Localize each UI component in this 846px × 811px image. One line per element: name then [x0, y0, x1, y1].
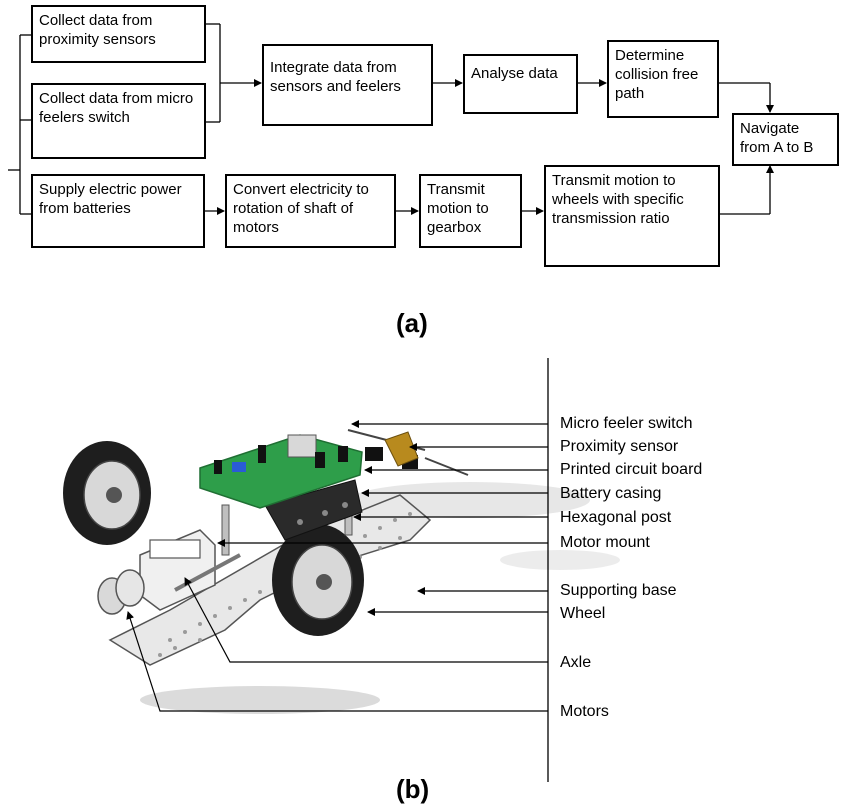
hexagonal-post-shape — [221, 504, 230, 556]
pcb-component — [258, 445, 266, 463]
box-label: Navigate from A to B — [740, 120, 814, 156]
box-transmit-gearbox: Transmit motion to gearbox — [419, 174, 522, 248]
box-supply-power: Supply electric power from batteries — [31, 174, 205, 248]
box-collect-feelers: Collect data from micro feelers switch — [31, 83, 206, 159]
box-determine-path: Determine collision free path — [607, 40, 719, 118]
box-label: Transmit motion to gearbox — [427, 181, 489, 236]
pcb-component — [214, 460, 222, 474]
pcb-connector — [287, 434, 317, 458]
shadow — [140, 686, 380, 714]
label-motors: Motors — [560, 703, 609, 720]
box-integrate: Integrate data from sensors and feelers — [262, 44, 433, 126]
box-label: Collect data from proximity sensors — [39, 12, 156, 48]
wheel-hub-left — [106, 487, 122, 503]
label-printed-circuit-board: Printed circuit board — [560, 461, 703, 478]
box-label: Convert electricity to rotation of shaft… — [233, 181, 369, 236]
box-label: Determine collision free path — [615, 47, 699, 102]
box-navigate: Navigate from A to B — [732, 113, 839, 166]
flowchart-connectors — [8, 23, 774, 215]
label-motor-mount: Motor mount — [560, 534, 650, 551]
leader-lines — [126, 420, 548, 712]
feeler-lever — [424, 457, 469, 476]
motor-shape — [115, 569, 145, 607]
box-analyse: Analyse data — [463, 54, 578, 114]
box-transmit-wheels: Transmit motion to wheels with specific … — [544, 165, 720, 267]
label-battery-casing: Battery casing — [560, 485, 662, 502]
shadow — [500, 550, 620, 570]
box-label: Supply electric power from batteries — [39, 181, 182, 217]
box-label: Collect data from micro feelers switch — [39, 90, 194, 126]
proximity-sensor-shape — [384, 431, 419, 467]
label-supporting-base: Supporting base — [560, 582, 677, 599]
battery-casing-shape — [264, 479, 363, 541]
pcb-component — [232, 462, 246, 472]
label-axle: Axle — [560, 654, 592, 671]
label-proximity-sensor: Proximity sensor — [560, 438, 679, 455]
box-label: Transmit motion to wheels with specific … — [552, 172, 684, 227]
label-micro-feeler-switch: Micro feeler switch — [560, 415, 693, 432]
switch-body — [365, 447, 383, 461]
pcb-component — [315, 452, 325, 468]
box-collect-proximity: Collect data from proximity sensors — [31, 5, 206, 63]
box-label: Integrate data from sensors and feelers — [270, 59, 401, 95]
caption-a: (a) — [396, 308, 428, 338]
caption-b: (b) — [396, 774, 430, 804]
box-convert: Convert electricity to rotation of shaft… — [225, 174, 396, 248]
wheel-hub-right — [316, 574, 332, 590]
motor-mount-window — [149, 539, 201, 559]
label-wheel: Wheel — [560, 605, 606, 622]
pcb-component — [338, 446, 348, 462]
label-hexagonal-post: Hexagonal post — [560, 509, 672, 526]
robot-illustration — [63, 429, 620, 714]
box-label: Analyse data — [471, 65, 558, 82]
